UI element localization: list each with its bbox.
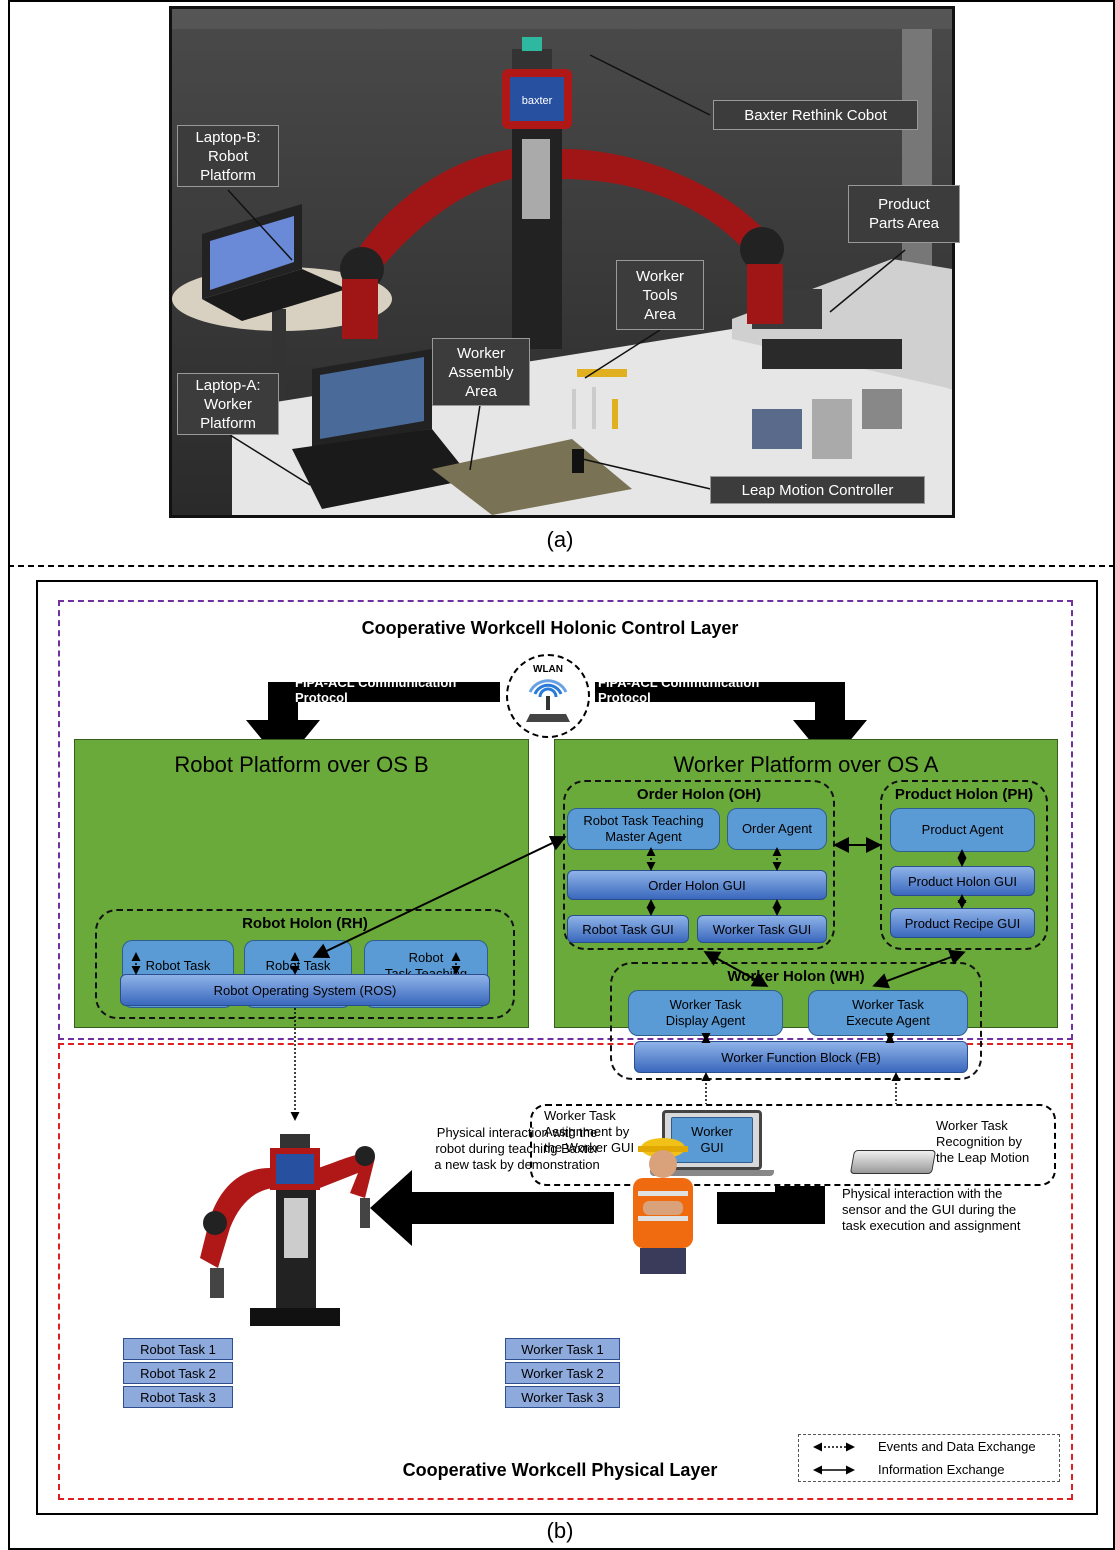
legend-box <box>798 1434 1060 1482</box>
physical-layer-title: Cooperative Workcell Physical Layer <box>402 1460 718 1480</box>
baxter-robot-illustration <box>200 1134 375 1326</box>
workcell-photo: baxter <box>169 6 955 518</box>
robot-holon <box>95 909 515 1019</box>
protocol-left-label: FIPA-ACL Communication Protocol <box>295 675 457 705</box>
callout-worker-tools: Worker Tools Area <box>616 260 704 330</box>
caption-b: (b) <box>546 1518 574 1543</box>
worker-gui-laptop-icon: Worker GUI <box>662 1110 762 1170</box>
order-holon-title: Order Holon (OH) <box>636 786 762 803</box>
worker-task-gui-bar: Worker Task GUI <box>697 915 827 943</box>
worker-platform-title: Worker Platform over OS A <box>673 752 939 777</box>
callout-laptop-b: Laptop-B: Robot Platform <box>177 125 279 187</box>
control-layer-box <box>58 600 1073 1040</box>
wifi-icon <box>526 679 570 722</box>
order-agent: Order Agent <box>727 808 827 850</box>
laptop-base <box>650 1170 774 1176</box>
wlan-label: WLAN <box>533 664 563 675</box>
robot-task-teaching-master-agent: Robot Task Teaching Master Agent <box>567 808 720 850</box>
worker-task-1: Worker Task 1 <box>505 1338 620 1360</box>
panel-b-border <box>8 566 1115 1550</box>
legend-dotted-label: Events and Data Exchange <box>878 1439 1036 1454</box>
robot-platform-title: Robot Platform over OS B <box>174 752 429 777</box>
robot-task-3: Robot Task 3 <box>123 1386 233 1408</box>
product-holon-title: Product Holon (PH) <box>894 786 1034 803</box>
protocol-arrows <box>246 682 867 765</box>
control-layer-title: Cooperative Workcell Holonic Control Lay… <box>361 618 739 638</box>
wlan-router: WLAN <box>506 654 590 738</box>
recognition-note: Worker Task Recognition by the Leap Moti… <box>936 1118 1030 1165</box>
physical-layer-box <box>58 1043 1073 1500</box>
worker-task-display-agent: Worker Task Display Agent <box>628 990 783 1036</box>
legend-solid-label: Information Exchange <box>878 1462 1005 1477</box>
product-recipe-gui-bar: Product Recipe GUI <box>890 908 1035 938</box>
caption-a: (a) <box>546 527 574 552</box>
callout-leap-motion: Leap Motion Controller <box>710 476 925 504</box>
worker-task-execute-agent: Worker Task Execute Agent <box>808 990 968 1036</box>
product-holon <box>880 780 1048 950</box>
worker-task-3: Worker Task 3 <box>505 1386 620 1408</box>
baxter-screen-logo: baxter <box>522 95 553 107</box>
panel-a <box>8 0 1115 566</box>
panel-separator <box>8 565 1115 567</box>
robot-task-1: Robot Task 1 <box>123 1338 233 1360</box>
robot-holon-title: Robot Holon (RH) <box>242 915 368 932</box>
robot-task-2: Robot Task 2 <box>123 1362 233 1384</box>
order-holon-gui-bar: Order Holon GUI <box>567 870 827 900</box>
sensor-interaction-note: Physical interaction with the sensor and… <box>842 1186 1021 1233</box>
callout-baxter-cobot: Baxter Rethink Cobot <box>713 100 918 130</box>
protocol-right-label: FIPA-ACL Communication Protocol <box>598 675 760 705</box>
product-holon-gui-bar: Product Holon GUI <box>890 866 1035 896</box>
callout-laptop-a: Laptop-A: Worker Platform <box>177 373 279 435</box>
leap-motion-icon <box>849 1150 937 1174</box>
assignment-note: Worker Task Assignment by the Worker GUI <box>544 1108 635 1155</box>
ros-bar: Robot Operating System (ROS) <box>120 974 490 1006</box>
robot-task-gui-bar: Robot Task GUI <box>567 915 689 943</box>
product-agent: Product Agent <box>890 808 1035 852</box>
worker-holon-title: Worker Holon (WH) <box>727 968 865 985</box>
robot-interaction-note: Physical interaction with the robot duri… <box>434 1125 600 1172</box>
worker-function-block-bar: Worker Function Block (FB) <box>634 1041 968 1073</box>
worker-holon <box>610 962 982 1080</box>
worker-task-2: Worker Task 2 <box>505 1362 620 1384</box>
workcell-photo-illustration: baxter <box>172 9 952 515</box>
callout-product-parts: Product Parts Area <box>848 185 960 243</box>
callout-worker-assembly: Worker Assembly Area <box>432 338 530 406</box>
interface-box <box>530 1104 1056 1186</box>
panel-b-inner-frame <box>36 580 1098 1515</box>
worker-illustration <box>633 1138 693 1274</box>
